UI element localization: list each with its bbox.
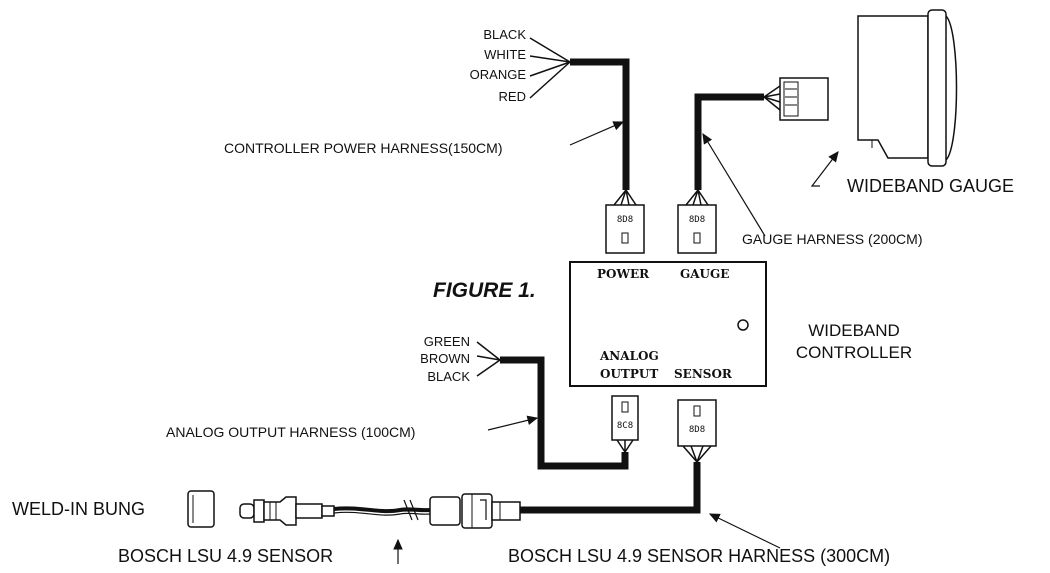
power-harness — [529, 37, 637, 206]
bosch-sensor-label: BOSCH LSU 4.9 SENSOR — [118, 546, 334, 566]
sensor-harness — [520, 445, 712, 514]
analog-wire-green-label: GREEN — [423, 334, 470, 349]
power-plug-pins: 8D8 — [616, 215, 634, 225]
analog-wire-brown-label: BROWN — [420, 351, 470, 366]
power-wire-white-label: WHITE — [484, 47, 526, 62]
figure-label: FIGURE 1. — [433, 279, 536, 302]
weld-in-bung-label: WELD-IN BUNG — [12, 499, 146, 519]
controller-port-sensor: SENSOR — [674, 367, 732, 381]
power-wire-orange-label: ORANGE — [469, 67, 526, 82]
analog-wire-black-label: BLACK — [427, 369, 470, 384]
gauge-harness-label: GAUGE HARNESS (200CM) — [742, 231, 923, 247]
analog-output-harness — [476, 341, 634, 470]
sensor-plug — [677, 399, 717, 447]
sensor-harness-label: BOSCH LSU 4.9 SENSOR HARNESS (300CM) — [508, 546, 891, 566]
controller-port-analog-line1: ANALOG — [600, 349, 659, 363]
weld-in-bung — [187, 490, 215, 528]
power-plug — [605, 204, 645, 254]
analog-harness-label: ANALOG OUTPUT HARNESS (100CM) — [166, 424, 416, 440]
gauge-plug — [677, 204, 717, 254]
controller-title-line2: CONTROLLER — [795, 343, 913, 362]
gauge-plug-pins: 8D8 — [688, 215, 706, 225]
gauge-harness — [685, 93, 764, 206]
gauge-end-connector — [763, 77, 829, 121]
power-wire-black-label: BLACK — [483, 27, 526, 42]
controller-port-power: POWER — [597, 267, 650, 281]
controller-title-line1: WIDEBAND — [808, 321, 900, 340]
controller-port-analog-line2: OUTPUT — [600, 367, 659, 381]
analog-plug — [611, 395, 639, 441]
analog-plug-pins: 8C8 — [616, 421, 634, 431]
controller-port-gauge: GAUGE — [680, 267, 730, 281]
pointer-arrows — [393, 121, 839, 564]
sensor-plug-pins: 8D8 — [688, 425, 706, 435]
bosch-sensor — [239, 496, 335, 526]
power-harness-label: CONTROLLER POWER HARNESS(150CM) — [224, 140, 503, 156]
wideband-gauge-illustration — [857, 9, 958, 167]
power-wire-red-label: RED — [498, 89, 526, 104]
sensor-cable — [333, 499, 431, 521]
wideband-controller-box — [569, 261, 767, 387]
wideband-gauge-label: WIDEBAND GAUGE — [847, 176, 1015, 196]
sensor-inline-connector — [429, 493, 521, 529]
